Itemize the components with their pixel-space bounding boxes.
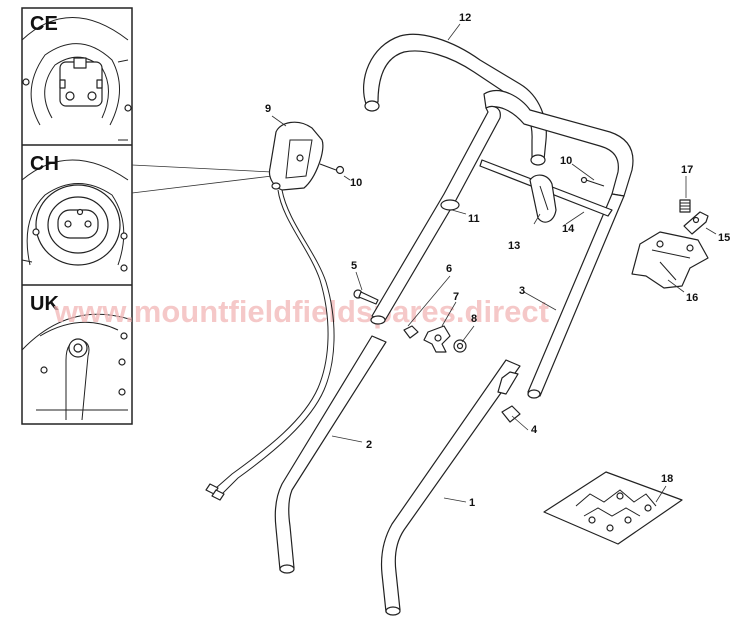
leader-lines: [271, 23, 717, 503]
release-pin: [683, 211, 709, 235]
callout-18: 18: [661, 473, 673, 485]
callout-8: 8: [471, 313, 477, 325]
ce-socket: [21, 17, 132, 141]
callouts: 9 12 10 10 17 15 16 11 13 14 5 6 7 8 3 4…: [265, 12, 730, 509]
switch-box: [205, 121, 335, 501]
screw-10b: [580, 176, 605, 187]
bolt: [353, 289, 379, 305]
callout-15: 15: [718, 232, 730, 244]
inset-label-ch: CH: [30, 153, 59, 175]
inset-label-ce: CE: [30, 13, 58, 35]
callout-12: 12: [459, 12, 471, 24]
callout-7: 7: [453, 291, 459, 303]
callout-4: 4: [531, 424, 538, 436]
callout-9: 9: [265, 103, 271, 115]
lower-right-tube: [380, 359, 521, 613]
inset-panels: CE CH UK: [21, 7, 133, 425]
callout-14: 14: [562, 223, 575, 235]
spring: [679, 199, 691, 213]
callout-2: 2: [366, 439, 372, 451]
inset-label-uk: UK: [30, 293, 59, 315]
callout-5: 5: [351, 260, 357, 272]
callout-1: 1: [469, 497, 475, 509]
washer: [453, 339, 467, 353]
screw-10a: [319, 163, 345, 175]
callout-16: 16: [686, 292, 698, 304]
ch-socket: [21, 159, 129, 272]
spacer: [403, 325, 419, 339]
fixing-kit-bag: [543, 471, 683, 545]
right-lower-tube: [527, 193, 625, 397]
bracket: [631, 231, 709, 289]
callout-10a: 10: [350, 177, 362, 189]
wing-knob: [423, 325, 451, 353]
upper-handle: [362, 33, 634, 197]
callout-3: 3: [519, 285, 525, 297]
callout-6: 6: [446, 263, 452, 275]
watermark: www.mountfieldfieldspares.direct: [53, 294, 549, 329]
callout-10b: 10: [560, 155, 572, 167]
callout-13: 13: [508, 240, 520, 252]
clip: [501, 405, 521, 423]
callout-17: 17: [681, 164, 693, 176]
left-mid-tube: [371, 105, 501, 323]
callout-11: 11: [468, 213, 480, 225]
uk-socket: [21, 313, 133, 421]
cable-lever: [529, 174, 557, 223]
